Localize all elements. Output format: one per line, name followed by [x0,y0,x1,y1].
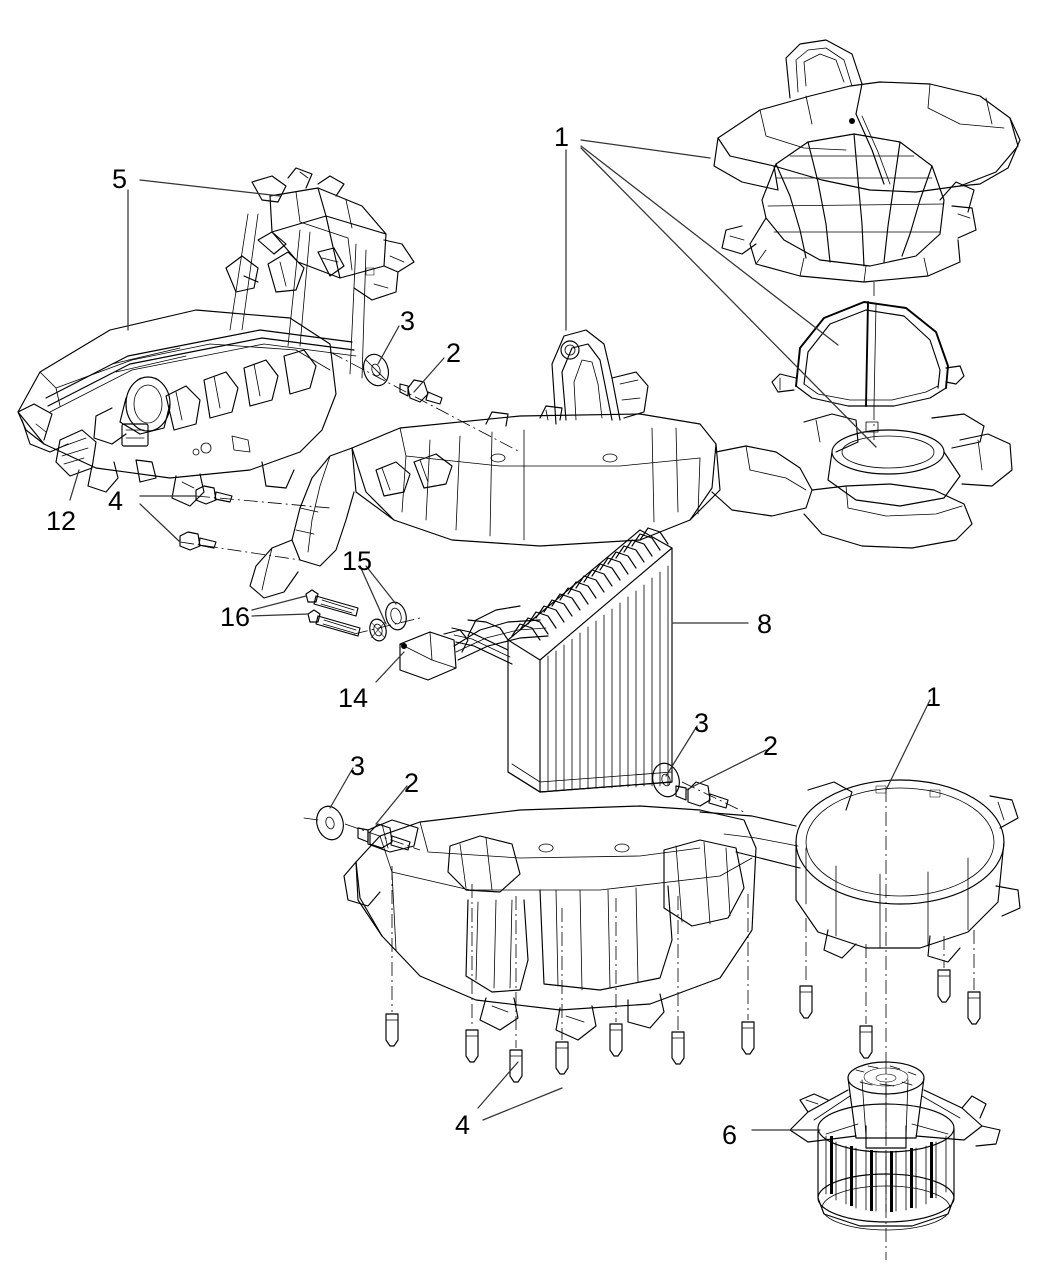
fastener-screw-4-row [385,866,981,1083]
leader-2c [375,785,408,825]
leader-1-to-scroll-base [580,147,877,448]
leader-3a [377,325,400,365]
fastener-screw-2-lower-left [344,823,421,851]
callout-2-screw: 2 [763,731,779,761]
part-blower-housing-lower-1 [699,779,1021,1060]
leader-15-b [365,565,397,605]
part-blend-door-actuator [55,429,97,477]
callout-2-screw: 2 [404,768,420,798]
leader-3c [329,767,354,809]
leader-15-a [359,565,387,625]
part-hvac-housing-upper-shell [179,329,1013,599]
leader-2b [685,749,767,791]
callout-3-grommet: 3 [400,306,416,336]
callout-8-evaporator-core: 8 [757,609,773,639]
leader-4b-left [477,1061,519,1109]
callout-3-grommet: 3 [350,751,366,781]
part-hvac-housing-lower [343,805,757,1041]
leader-12 [69,469,80,501]
part-recirculation-door-dome [771,301,965,440]
leader-3b [665,725,698,777]
callout-4-screw: 4 [455,1110,471,1140]
fastener-screw-4-upper [179,485,233,551]
part-bolt-16-pair [305,589,361,637]
callout-16-bolt: 16 [220,602,251,632]
leader-16-b [251,613,309,617]
fastener-grommet-3-lower-right [652,762,680,798]
leader-16-a [251,595,307,611]
fastener-grommet-3-top [362,353,390,387]
callout-2-screw: 2 [446,338,462,368]
part-evaporator-core-8 [451,527,673,793]
callout-1-blower-housing-lower: 1 [926,682,942,712]
callout-15-o-ring-seal: 15 [342,546,373,576]
callout-14-expansion-valve: 14 [338,683,369,713]
part-heater-ac-unit-assembly [17,167,415,507]
part-expansion-valve-14 [399,605,549,681]
callout-4-screw: 4 [108,486,124,516]
callout-12-blend-door-actuator: 12 [46,506,77,536]
leader-2a [413,357,445,393]
part-blower-motor-wheel-6 [789,1060,1001,1260]
leader-1-to-dome [580,145,839,346]
callout-1-blower-housing-upper: 1 [554,122,570,152]
callout-5-heater-ac-unit-assembly: 5 [112,164,128,194]
leader-4b-right [482,1087,563,1121]
leader-1-to-upper-housing [580,139,711,159]
fastener-grommet-3-lower-left [303,805,344,841]
leader-1b [885,699,931,791]
leader-4a-lower [139,503,181,543]
callout-3-grommet: 3 [694,708,710,738]
part-blower-housing-upper [713,39,1021,300]
fastener-screw-2-lower-right [675,781,745,813]
part-o-ring-15-pair [353,601,421,642]
leader-5-horizontal [139,179,281,197]
leader-lines [69,139,931,1131]
callout-6-blower-motor-wheel: 6 [722,1120,738,1150]
leader-14 [375,651,405,683]
fastener-screw-2-top [399,379,443,405]
